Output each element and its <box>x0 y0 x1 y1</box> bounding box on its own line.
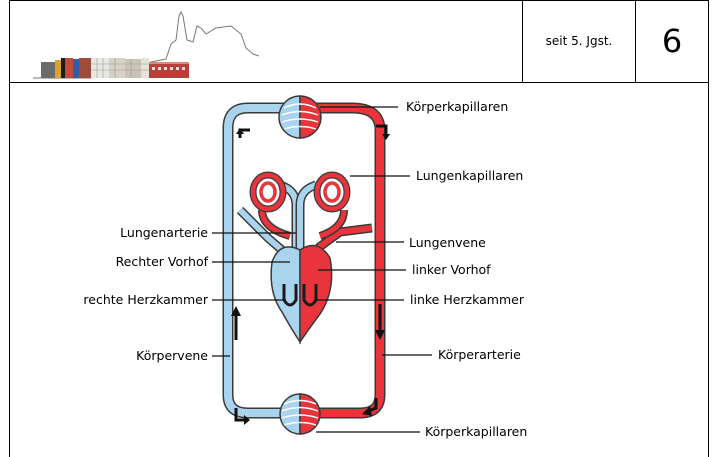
label-lungenvene: Lungenvene <box>409 236 486 250</box>
body-capillaries-top <box>279 96 321 138</box>
label-lungenkapillaren: Lungenkapillaren <box>416 169 523 183</box>
label-koerperarterie: Körperarterie <box>438 348 521 362</box>
body-capillaries-bottom <box>280 394 320 434</box>
label-rechte-herzkammer: rechte Herzkammer <box>40 293 208 307</box>
label-koerperkapillaren-bottom: Körperkapillaren <box>425 425 527 439</box>
label-rechter-vorhof: Rechter Vorhof <box>82 255 208 269</box>
label-linker-vorhof: linker Vorhof <box>412 263 491 277</box>
label-koerperkapillaren-top: Körperkapillaren <box>406 100 508 114</box>
label-koerpervene: Körpervene <box>82 349 208 363</box>
label-linke-herzkammer: linke Herzkammer <box>410 293 524 307</box>
heart <box>271 246 332 343</box>
leader-lines <box>212 107 432 432</box>
label-lungenarterie: Lungenarterie <box>82 226 208 240</box>
